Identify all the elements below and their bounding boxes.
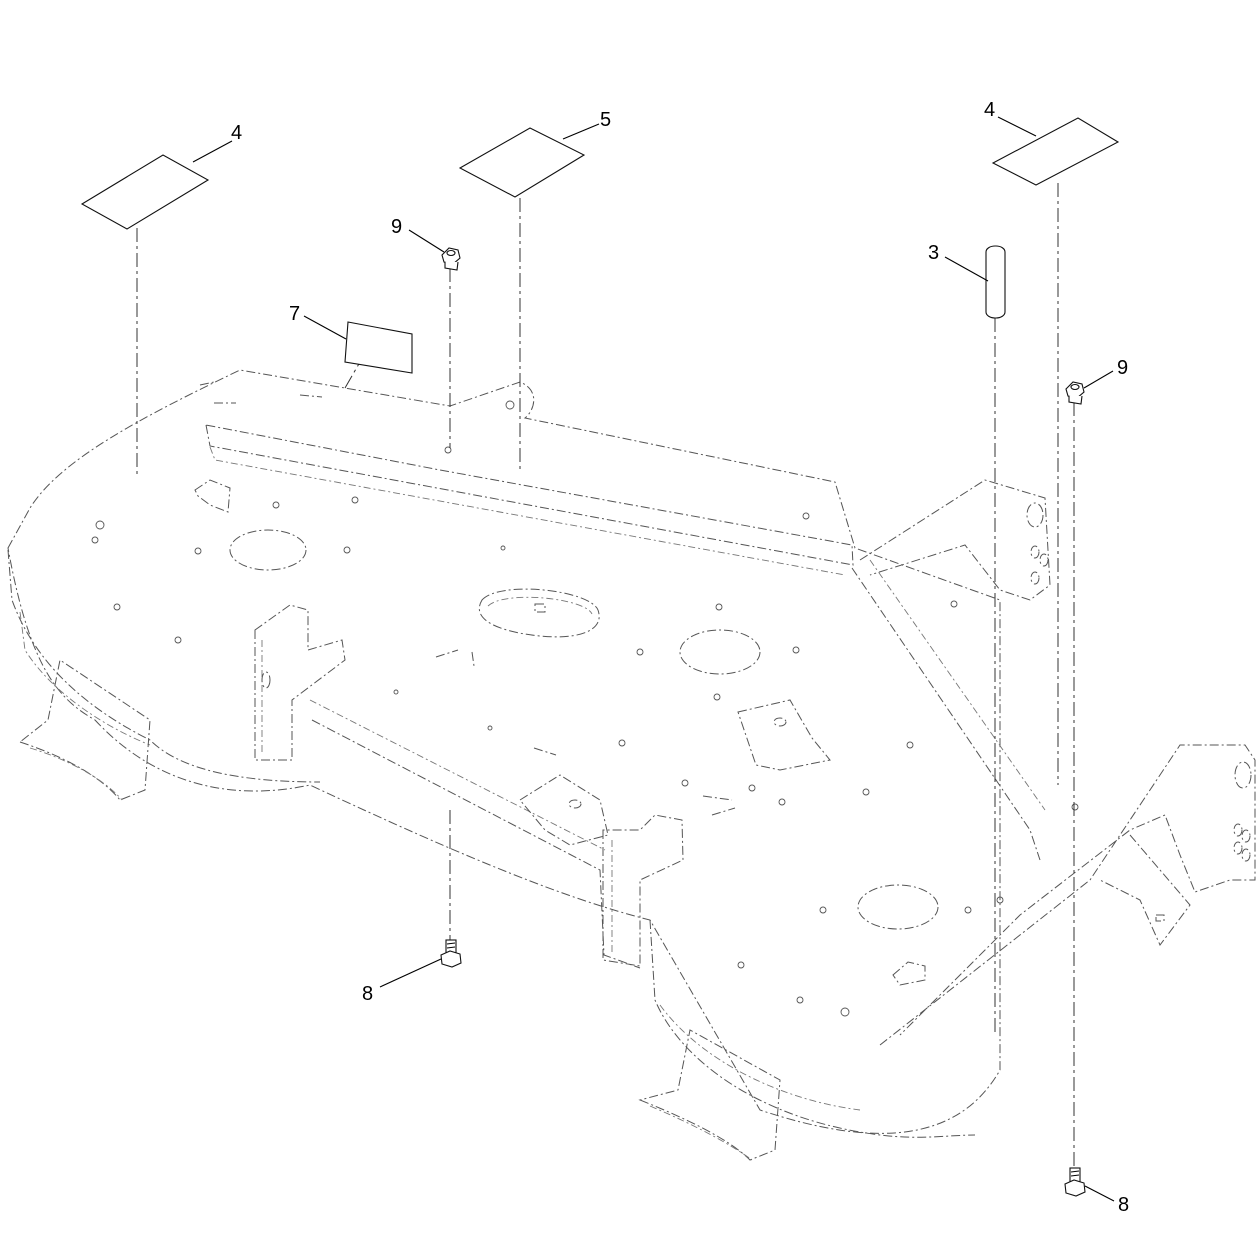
- callout-label: 7: [289, 303, 300, 325]
- decal-4-right: [991, 117, 1120, 186]
- grip-3: [985, 245, 1006, 319]
- callout-7: 7: [289, 303, 347, 340]
- callout-label: 4: [984, 99, 995, 121]
- callout-5: 5: [562, 109, 611, 140]
- bolt-8-center: [440, 939, 462, 968]
- callout-4-right: 4: [984, 99, 1037, 137]
- nut-9-center: [441, 247, 461, 271]
- deck-holes: [91, 400, 1079, 1017]
- callout-label: 3: [928, 242, 939, 264]
- bolt-8-right: [1064, 1167, 1086, 1197]
- callout-8-center: 8: [362, 958, 442, 1005]
- callout-label: 8: [362, 983, 373, 1005]
- callout-label: 9: [391, 216, 402, 238]
- mower-deck: [7, 369, 1256, 1161]
- callout-label: 8: [1118, 1194, 1129, 1216]
- parts: [80, 117, 1120, 1197]
- callout-3: 3: [928, 242, 989, 282]
- callout-9-center: 9: [391, 216, 445, 253]
- callouts: 4 5 4 9 3 7 9: [192, 99, 1129, 1216]
- callout-4-left: 4: [192, 122, 242, 163]
- alignment-lines: [136, 183, 1075, 1168]
- decal-5: [458, 127, 586, 198]
- callout-8-right: 8: [1084, 1185, 1129, 1216]
- deck-slots: [199, 381, 736, 816]
- callout-label: 4: [231, 122, 242, 144]
- decal-7: [344, 321, 413, 374]
- callout-9-right: 9: [1083, 357, 1128, 389]
- callout-label: 9: [1117, 357, 1128, 379]
- callout-label: 5: [600, 109, 611, 131]
- decal-4-left: [80, 154, 210, 230]
- nut-9-right: [1065, 381, 1085, 405]
